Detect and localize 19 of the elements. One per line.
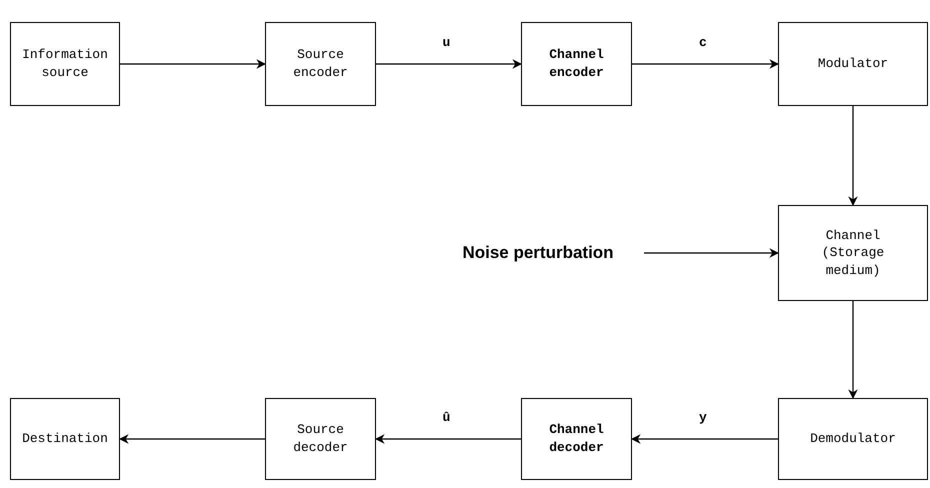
text-label: Noise perturbation — [432, 238, 644, 268]
arrow — [120, 59, 266, 69]
process-box: Source encoder — [265, 22, 376, 106]
arrow — [119, 434, 265, 444]
arrow — [848, 106, 858, 206]
arrow — [631, 434, 778, 444]
arrow — [848, 301, 858, 399]
arrow — [375, 434, 521, 444]
arrow — [632, 59, 779, 69]
process-box: Demodulator — [778, 398, 928, 480]
process-box: Channel encoder — [521, 22, 632, 106]
arrow — [376, 59, 522, 69]
process-box: Channel (Storage medium) — [778, 205, 928, 301]
arrow — [644, 248, 779, 258]
process-box: Source decoder — [265, 398, 376, 480]
process-box: Destination — [10, 398, 120, 480]
process-box: Information source — [10, 22, 120, 106]
process-box: Channel decoder — [521, 398, 632, 480]
process-box: Modulator — [778, 22, 928, 106]
